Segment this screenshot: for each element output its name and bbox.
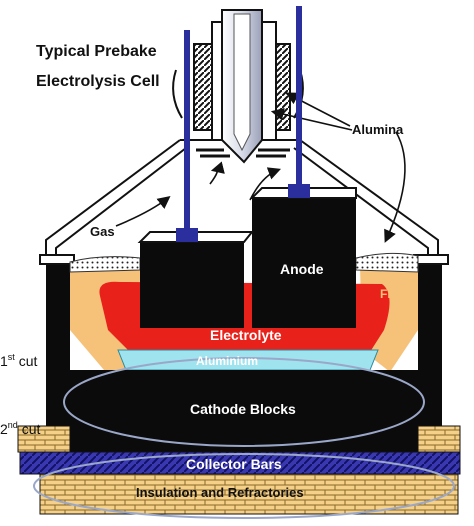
alumina-feeder: [172, 9, 304, 164]
label-second-cut: 2nd cut: [0, 420, 40, 437]
label-aluminium: Aluminium: [196, 354, 258, 368]
title-line-1: Typical Prebake: [36, 43, 157, 60]
label-collector-bars: Collector Bars: [186, 456, 282, 472]
first-cut-word: cut: [15, 353, 38, 369]
flow-arrows: [115, 92, 406, 243]
first-cut-ellipse: [63, 357, 425, 447]
right-wall: [418, 262, 442, 452]
anode-rods: [176, 6, 310, 242]
first-cut-sup: st: [8, 352, 16, 362]
insulation-refractories: [39, 473, 459, 515]
anode-right: [252, 198, 356, 328]
title-line-2: Electrolysis Cell: [36, 73, 160, 90]
first-cut-num: 1: [0, 353, 8, 369]
second-cut-word: cut: [18, 421, 41, 437]
second-cut-num: 2: [0, 421, 8, 437]
label-alumina: Alumina: [352, 122, 404, 137]
label-insulation: Insulation and Refractories: [136, 485, 304, 500]
anode-left: [140, 242, 244, 328]
label-freeze: Freeze: [380, 287, 418, 301]
label-electrolyte: Electrolyte: [210, 327, 282, 343]
cathode-blocks: [70, 370, 418, 452]
label-cathode-blocks: Cathode Blocks: [190, 401, 296, 417]
label-first-cut: 1st cut: [0, 352, 37, 369]
label-gas: Gas: [90, 224, 115, 239]
second-cut-sup: nd: [8, 420, 18, 430]
label-anode: Anode: [280, 261, 324, 277]
brick-left: [17, 425, 71, 453]
brick-right: [417, 425, 461, 453]
second-cut-ellipse: [33, 453, 455, 519]
left-wall: [46, 262, 70, 452]
